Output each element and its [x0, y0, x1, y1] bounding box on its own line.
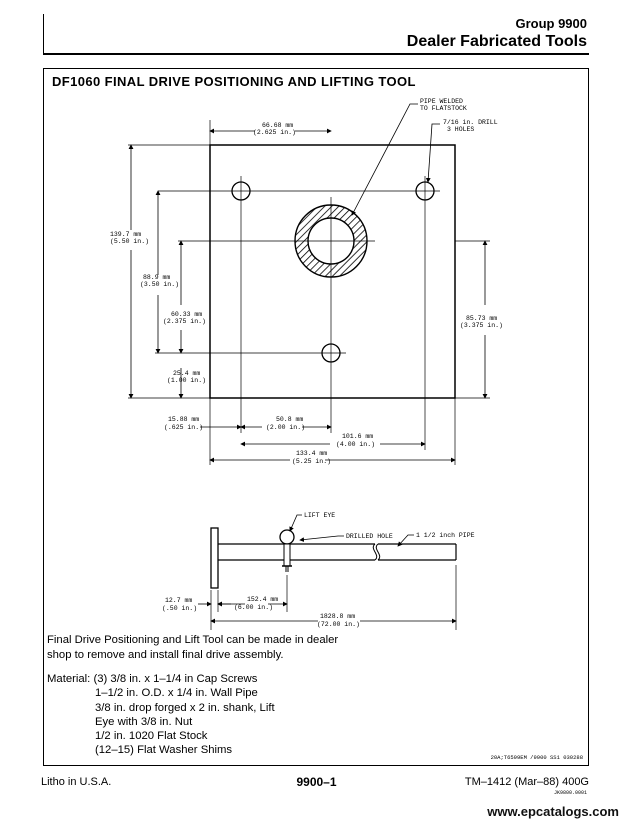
watermark-link[interactable]: www.epcatalogs.com: [487, 804, 619, 819]
header-divider: [43, 14, 44, 54]
reference-code: 20A;T6599EM /9900 SS1 030288: [490, 754, 583, 761]
content-frame: [43, 68, 589, 766]
dim-60-in: (2.375 in.): [163, 318, 206, 325]
dim-101-mm: 101.6 mm: [342, 433, 373, 440]
dim-25-in: (1.00 in.): [167, 377, 206, 384]
material-item: Eye with 3/8 in. Nut: [95, 715, 193, 728]
dim-50-in: (2.00 in.): [266, 424, 305, 431]
callout-pipe: 1 1/2 inch PIPE: [416, 532, 475, 539]
dim-139-in: (5.50 in.): [110, 238, 149, 245]
material-item: (12–15) Flat Washer Shims: [95, 744, 233, 757]
material-item: 1–1/2 in. O.D. x 1/4 in. Wall Pipe: [95, 687, 258, 700]
dim-66-mm: 66.68 mm: [262, 122, 293, 129]
dim-12-in: (.50 in.): [162, 605, 197, 612]
footer-litho: Litho in U.S.A.: [41, 776, 112, 788]
material-item: (3) 3/8 in. x 1–1/4 in Cap Screws: [93, 673, 258, 685]
tool-description: Final Drive Positioning and Lift Tool ca…: [47, 634, 339, 661]
dim-152-mm: 152.4 mm: [247, 596, 278, 603]
dim-88-in: (3.50 in.): [140, 281, 179, 288]
material-item: 3/8 in. drop forged x 2 in. shank, Lift: [95, 701, 275, 714]
dim-1828-in: (72.00 in.): [317, 621, 360, 628]
material-label: Material:: [47, 673, 91, 685]
flatstock-plate: [209, 144, 456, 399]
group-number: Group 9900: [515, 16, 587, 31]
dim-152-in: (6.00 in.): [234, 604, 273, 611]
page-number: 9900–1: [296, 775, 337, 789]
dim-60-mm: 60.33 mm: [171, 311, 202, 318]
dim-85-mm: 85.73 mm: [466, 315, 497, 322]
side-view: [210, 527, 457, 589]
material-item: 1/2 in. 1020 Flat Stock: [95, 730, 208, 743]
callout-drill-2: 3 HOLES: [447, 126, 474, 133]
dim-15-in: (.625 in.): [164, 424, 203, 431]
callout-drill-1: 7/16 in. DRILL: [443, 119, 498, 126]
dim-25-mm: 25.4 mm: [173, 370, 200, 377]
dim-50-mm: 50.8 mm: [276, 416, 303, 423]
dim-88-mm: 88.9 mm: [143, 274, 170, 281]
dim-1828-mm: 1828.8 mm: [320, 613, 355, 620]
dim-133-mm: 133.4 mm: [296, 450, 327, 457]
callout-pipe-welded-1: PIPE WELDED: [420, 98, 463, 105]
dim-85-in: (3.375 in.): [460, 322, 503, 329]
material-list: Material: (3) 3/8 in. x 1–1/4 in Cap Scr…: [47, 672, 275, 758]
dim-66-in: (2.625 in.): [253, 129, 296, 136]
footer-code: JK9800.0001: [553, 790, 587, 796]
page-title: Dealer Fabricated Tools: [406, 33, 587, 50]
dim-133-in: (5.25 in.): [292, 458, 331, 465]
callout-lift-eye: LIFT EYE: [304, 512, 335, 519]
callout-drilled-hole: DRILLED HOLE: [346, 533, 393, 540]
section-title: DF1060 FINAL DRIVE POSITIONING AND LIFTI…: [52, 74, 416, 89]
callout-pipe-welded-2: TO FLATSTOCK: [420, 105, 467, 112]
dim-15-mm: 15.88 mm: [168, 416, 199, 423]
tool-drawing: 66.68 mm (2.625 in.) 139.7 mm (5.50 in.)…: [110, 98, 503, 630]
manual-id: TM–1412 (Mar–88) 400G: [464, 776, 589, 788]
dim-101-in: (4.00 in.): [336, 441, 375, 448]
dim-12-mm: 12.7 mm: [165, 597, 192, 604]
dim-139-mm: 139.7 mm: [110, 231, 141, 238]
header-rule: [43, 53, 589, 55]
